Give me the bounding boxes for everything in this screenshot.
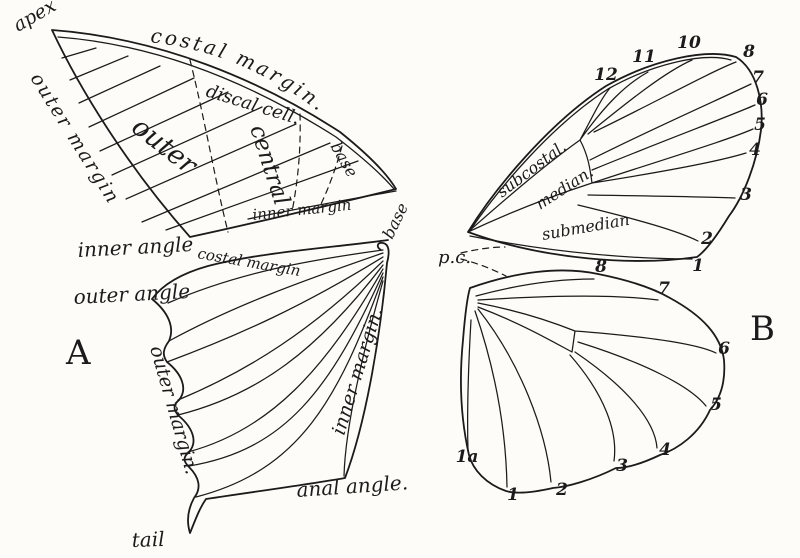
label-outer-angle: outer angle <box>73 279 191 309</box>
panel-b-labels: p.c. subcostal. median. submedian B 12 1… <box>438 33 775 505</box>
forewing-a-outline <box>51 29 397 238</box>
forewing-a-inner-margin-doubling <box>247 190 397 220</box>
vein-number-fw-1: 1 <box>692 256 704 276</box>
vein-number-hw-7: 7 <box>658 279 670 299</box>
panel-b-letter: B <box>750 309 775 349</box>
panel-b-hindwing <box>460 269 726 494</box>
vein-number-hw-5: 5 <box>710 395 722 415</box>
forewing-b-outline <box>467 53 763 262</box>
label-inner-margin-forewing: inner margin <box>252 196 353 224</box>
vein-number-fw-3: 3 <box>740 185 752 205</box>
vein-number-hw-1: 1 <box>507 485 519 505</box>
forewing-b-costal-doubling <box>470 56 732 230</box>
panel-a-hindwing <box>151 239 390 534</box>
vein-number-fw-7: 7 <box>752 68 764 88</box>
hindwing-a-outline <box>151 239 390 534</box>
hindwing-a-veins <box>166 249 384 498</box>
hindwing-b-outline <box>460 269 726 494</box>
vein-number-hw-6: 6 <box>718 339 730 359</box>
vein-number-hw-2: 2 <box>555 480 568 500</box>
forewing-a-costal-doubling <box>57 36 395 190</box>
label-inner-angle: inner angle <box>77 232 194 262</box>
vein-number-fw-11: 11 <box>632 47 656 67</box>
vein-number-fw-10: 10 <box>677 33 701 53</box>
panel-b-forewing <box>460 53 763 277</box>
vein-number-fw-4: 4 <box>749 140 761 160</box>
forewing-a-discal-dashed-lines <box>189 59 343 233</box>
forewing-b-veins <box>467 59 756 260</box>
vein-number-hw-1a: 1a <box>456 447 479 467</box>
label-submedian: submedian <box>540 210 631 244</box>
panel-a-letter: A <box>65 333 91 373</box>
vein-number-fw-8: 8 <box>742 42 755 62</box>
vein-number-fw-5: 5 <box>754 115 766 135</box>
vein-number-hw-4: 4 <box>659 440 671 460</box>
label-anal-angle: anal angle. <box>296 470 409 502</box>
panel-a-forewing <box>51 29 397 238</box>
label-tail: tail <box>131 527 165 552</box>
forewing-a-veins <box>61 47 359 231</box>
vein-number-fw-12: 12 <box>594 65 618 85</box>
vein-number-fw-2: 2 <box>700 229 713 249</box>
label-pc: p.c. <box>438 247 471 268</box>
hindwing-b-veins <box>467 278 717 488</box>
vein-number-fw-6: 6 <box>756 90 768 110</box>
label-outer-margin-forewing: outer margin <box>26 69 124 208</box>
pc-pointer-dashed-lines <box>460 246 507 277</box>
vein-number-hw-3: 3 <box>616 456 628 476</box>
vein-number-hw-8: 8 <box>594 257 607 277</box>
label-central-region: central <box>244 122 294 209</box>
label-base-hindwing: base <box>379 200 413 242</box>
